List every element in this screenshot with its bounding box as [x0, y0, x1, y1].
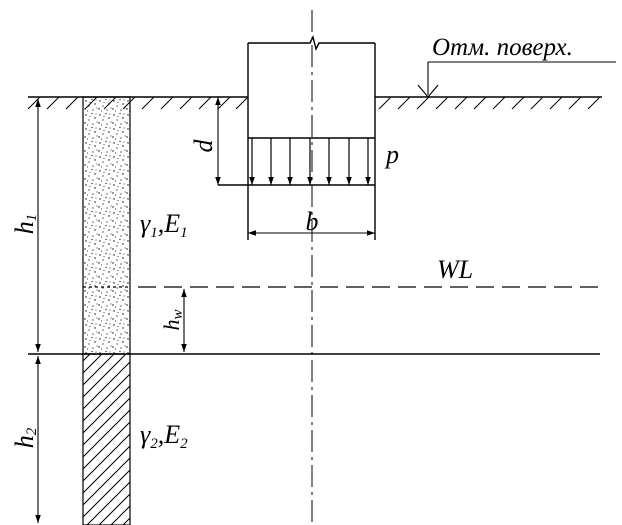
surface-elevation-label: Отм. поверх. [432, 34, 573, 61]
hw-label: hw [159, 309, 186, 330]
foundation [218, 34, 376, 240]
layer2-properties-label: γ2,E2 [140, 420, 188, 452]
surface-leader [417, 61, 616, 98]
borehole-column [82, 96, 131, 525]
layer1-properties-label: γ1,E1 [140, 209, 188, 241]
sand-layer [82, 96, 131, 355]
h2-label: h2 [10, 427, 40, 448]
pressure-label: p [384, 140, 399, 169]
depth-label: d [189, 139, 218, 153]
pressure-arrows [249, 138, 371, 185]
clay-layer [82, 353, 131, 525]
h1-label: h1 [10, 214, 40, 235]
water-level-label: WL [437, 255, 473, 284]
width-label: b [306, 207, 319, 236]
